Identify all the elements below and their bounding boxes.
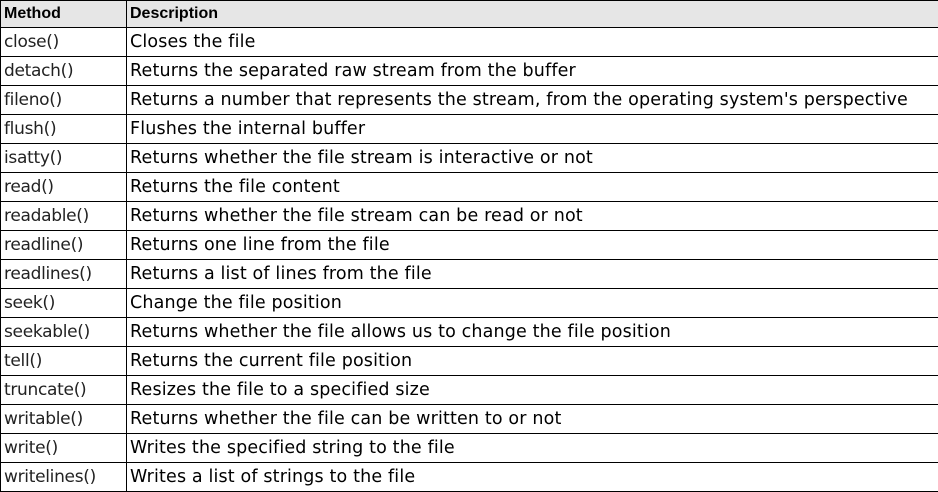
- method-description-cell: Returns whether the file stream is inter…: [127, 144, 938, 173]
- method-description-cell: Returns a list of lines from the file: [127, 260, 938, 289]
- method-name-cell: write(): [1, 434, 127, 463]
- method-description-cell: Returns the file content: [127, 173, 938, 202]
- table-row: readline()Returns one line from the file: [1, 231, 938, 260]
- table-row: close()Closes the file: [1, 28, 938, 57]
- table-row: tell()Returns the current file position: [1, 347, 938, 376]
- method-description-cell: Writes a list of strings to the file: [127, 463, 938, 492]
- method-name-cell: close(): [1, 28, 127, 57]
- description-column-header: Description: [127, 1, 938, 28]
- table-row: truncate()Resizes the file to a specifie…: [1, 376, 938, 405]
- table-row: seekable()Returns whether the file allow…: [1, 318, 938, 347]
- table-row: detach()Returns the separated raw stream…: [1, 57, 938, 86]
- table-row: read()Returns the file content: [1, 173, 938, 202]
- method-description-cell: Flushes the internal buffer: [127, 115, 938, 144]
- method-name-cell: readline(): [1, 231, 127, 260]
- method-name-cell: fileno(): [1, 86, 127, 115]
- method-description-cell: Returns a number that represents the str…: [127, 86, 938, 115]
- method-name-cell: writable(): [1, 405, 127, 434]
- method-description-cell: Returns whether the file stream can be r…: [127, 202, 938, 231]
- table-row: writelines()Writes a list of strings to …: [1, 463, 938, 492]
- method-name-cell: seek(): [1, 289, 127, 318]
- method-name-cell: readlines(): [1, 260, 127, 289]
- table-row: flush()Flushes the internal buffer: [1, 115, 938, 144]
- method-description-cell: Returns whether the file can be written …: [127, 405, 938, 434]
- method-description-cell: Writes the specified string to the file: [127, 434, 938, 463]
- method-name-cell: truncate(): [1, 376, 127, 405]
- table-header: Method Description: [1, 1, 938, 28]
- method-name-cell: detach(): [1, 57, 127, 86]
- table-row: readlines()Returns a list of lines from …: [1, 260, 938, 289]
- method-description-cell: Resizes the file to a specified size: [127, 376, 938, 405]
- method-name-cell: isatty(): [1, 144, 127, 173]
- method-name-cell: read(): [1, 173, 127, 202]
- method-column-header: Method: [1, 1, 127, 28]
- method-name-cell: seekable(): [1, 318, 127, 347]
- method-description-cell: Returns the current file position: [127, 347, 938, 376]
- method-description-cell: Returns the separated raw stream from th…: [127, 57, 938, 86]
- table-row: write()Writes the specified string to th…: [1, 434, 938, 463]
- table-row: readable()Returns whether the file strea…: [1, 202, 938, 231]
- method-description-cell: Returns whether the file allows us to ch…: [127, 318, 938, 347]
- method-description-cell: Returns one line from the file: [127, 231, 938, 260]
- method-description-cell: Closes the file: [127, 28, 938, 57]
- table-row: seek()Change the file position: [1, 289, 938, 318]
- method-name-cell: readable(): [1, 202, 127, 231]
- table-row: fileno()Returns a number that represents…: [1, 86, 938, 115]
- header-row: Method Description: [1, 1, 938, 28]
- table-row: writable()Returns whether the file can b…: [1, 405, 938, 434]
- table-row: isatty()Returns whether the file stream …: [1, 144, 938, 173]
- method-name-cell: flush(): [1, 115, 127, 144]
- method-name-cell: tell(): [1, 347, 127, 376]
- method-description-cell: Change the file position: [127, 289, 938, 318]
- method-name-cell: writelines(): [1, 463, 127, 492]
